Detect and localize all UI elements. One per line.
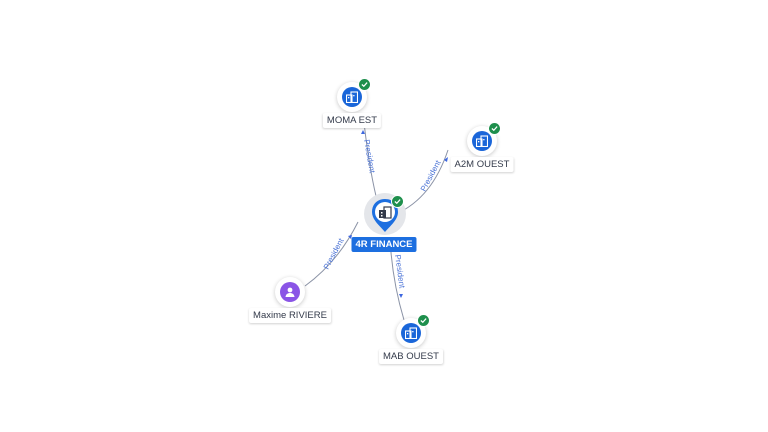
building-icon <box>405 327 417 339</box>
verified-check-icon <box>358 78 371 91</box>
edge-label-moma: President <box>362 139 377 175</box>
person-badge <box>280 282 300 302</box>
verified-check-icon <box>488 122 501 135</box>
building-icon <box>379 206 392 219</box>
arrowhead-a2m <box>444 157 448 162</box>
node-label-maxime-riviere[interactable]: Maxime RIVIERE <box>249 308 331 323</box>
node-moma-est[interactable] <box>337 78 371 112</box>
node-label-a2m-ouest[interactable]: A2M OUEST <box>450 157 514 172</box>
node-maxime-riviere[interactable] <box>275 277 305 307</box>
arrowhead-main-from-maxime <box>348 235 352 239</box>
edge-maxime-main <box>304 221 359 287</box>
node-a2m-ouest[interactable] <box>467 122 501 156</box>
company-badge <box>472 131 492 151</box>
node-label-mab-ouest[interactable]: MAB OUEST <box>379 349 443 364</box>
company-badge <box>401 323 421 343</box>
building-icon <box>346 91 358 103</box>
map-pin-marker <box>364 193 406 235</box>
company-badge <box>342 87 362 107</box>
arrowhead-mab <box>399 294 403 298</box>
node-4r-finance[interactable] <box>363 192 407 238</box>
verified-check-icon <box>417 314 430 327</box>
building-icon <box>476 135 488 147</box>
edge-label-maxime: President <box>322 236 346 271</box>
node-label-moma-est[interactable]: MOMA EST <box>322 113 382 128</box>
node-label-4r-finance[interactable]: 4R FINANCE <box>351 237 417 252</box>
node-mab-ouest[interactable] <box>396 314 430 348</box>
person-icon <box>285 287 295 297</box>
arrowhead-moma <box>361 130 365 134</box>
edge-label-a2m: President <box>419 158 443 193</box>
verified-check-icon <box>391 195 404 208</box>
